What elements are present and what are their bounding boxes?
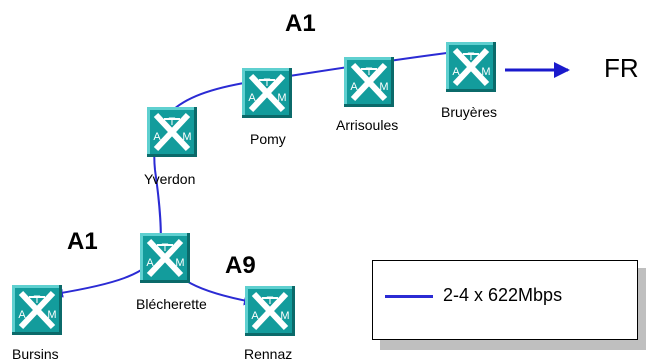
atm-switch-icon: TA M <box>446 42 496 92</box>
atm-letter-left: A <box>146 257 154 269</box>
atm-switch-icon: TA M <box>242 68 292 118</box>
route-label-a9: A9 <box>225 252 256 279</box>
atm-letter-right: M <box>182 131 191 143</box>
atm-switch-icon: TA M <box>12 285 62 335</box>
atm-letter-top: T <box>169 116 176 128</box>
atm-switch-icon: TA M <box>245 286 295 336</box>
node-label-rennaz: Rennaz <box>244 346 293 362</box>
atm-switch-icon: TA M <box>344 57 394 107</box>
atm-letter-right: M <box>47 309 56 321</box>
atm-letter-left: A <box>452 66 460 78</box>
atm-letter-left: A <box>153 131 161 143</box>
atm-letter-left: A <box>248 92 256 104</box>
atm-letter-right: M <box>481 66 490 78</box>
atm-letter-top: T <box>264 77 271 89</box>
atm-letter-right: M <box>280 310 289 322</box>
atm-switch-icon: TA M <box>147 107 197 157</box>
edge-label-fr: FR <box>604 53 639 83</box>
atm-letter-right: M <box>379 81 388 93</box>
atm-letter-top: T <box>162 242 169 254</box>
atm-letter-top: T <box>366 66 373 78</box>
atm-letter-top: T <box>468 51 475 63</box>
legend-text: 2-4 x 622Mbps <box>443 285 563 305</box>
link-a1-yverdon-bruyeres <box>153 48 457 171</box>
legend: 2-4 x 622Mbps <box>372 260 638 340</box>
atm-letter-right: M <box>175 257 184 269</box>
atm-switch-icon: TA M <box>140 233 190 283</box>
atm-letter-top: T <box>267 295 274 307</box>
atm-letter-top: T <box>34 294 41 306</box>
atm-letter-left: A <box>18 309 26 321</box>
node-label-bruyeres: Bruyères <box>441 104 498 120</box>
atm-letter-left: A <box>350 81 358 93</box>
node-label-pomy: Pomy <box>250 131 286 147</box>
route-label-a1-left: A1 <box>67 228 98 255</box>
node-label-yverdon: Yverdon <box>144 171 196 187</box>
legend-link-swatch <box>385 295 433 298</box>
node-label-blecherette: Blécherette <box>136 296 207 312</box>
atm-letter-left: A <box>251 310 259 322</box>
atm-letter-right: M <box>277 92 286 104</box>
route-label-a1-top: A1 <box>285 10 316 37</box>
node-label-bursins: Bursins <box>12 346 59 362</box>
node-label-arrisoules: Arrisoules <box>336 117 399 133</box>
